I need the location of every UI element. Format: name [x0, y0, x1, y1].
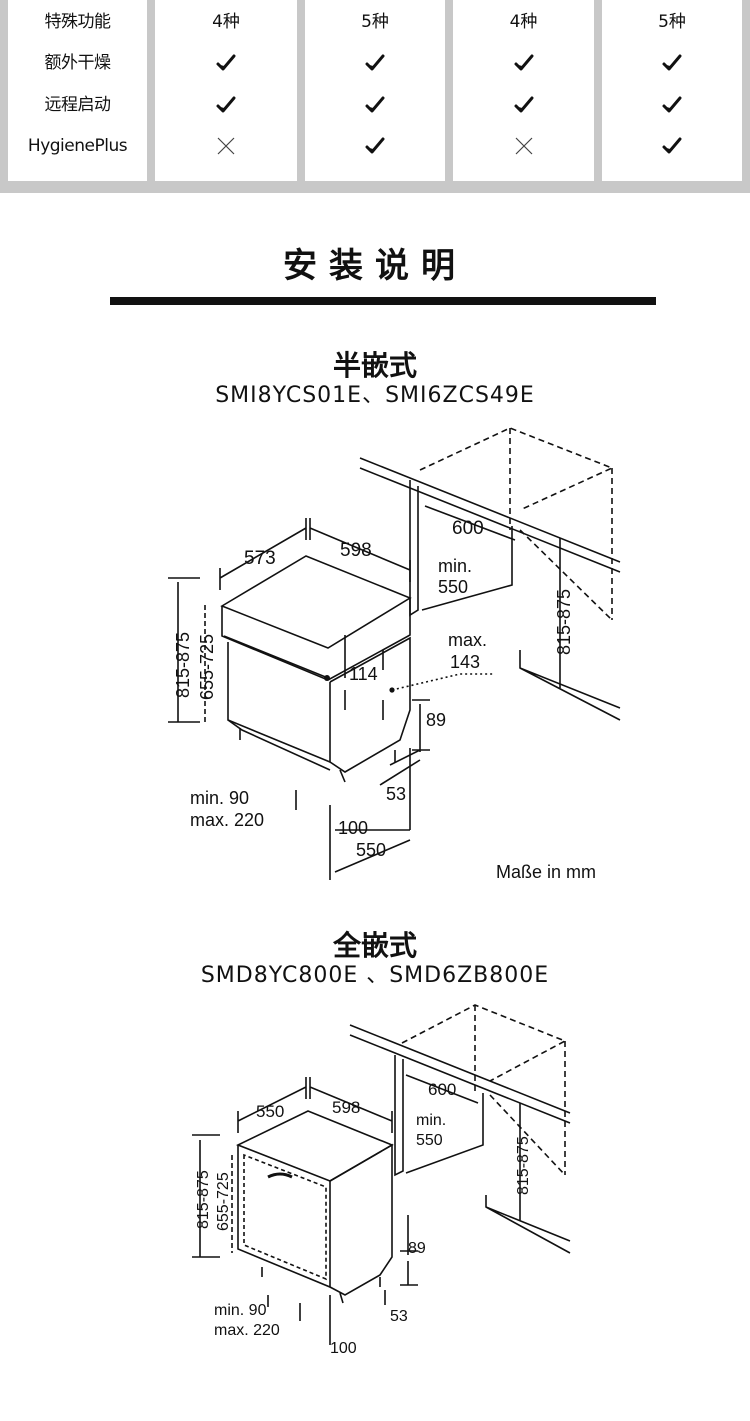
fully-integrated-install-diagram: 550 598 600 min. 550 815-875 655-725 815… [192, 1004, 571, 1357]
table-column-2: 5种 [305, 0, 445, 181]
fully-integrated-models: SMD8YC800E 、SMD6ZB800E [200, 963, 550, 988]
row-label-extra-dry: 额外干燥 [44, 53, 112, 73]
table-cell: 5种 [658, 12, 686, 32]
semi-panel-label: 114 [349, 664, 378, 684]
table-cell: 5种 [361, 12, 389, 32]
full-niche-min-label: min. [416, 1112, 446, 1129]
semi-integrated-title: 半嵌式 [332, 349, 417, 382]
check-icon [364, 52, 386, 74]
semi-units-note: Maße in mm [496, 862, 596, 882]
table-label-column: 特殊功能 额外干燥 远程启动 HygienePlus [8, 0, 147, 181]
check-icon [513, 94, 535, 116]
semi-toe-label: 89 [426, 710, 446, 730]
check-icon [661, 135, 683, 157]
semi-foot-depth-label: 53 [386, 784, 406, 804]
semi-max-label: max. [448, 630, 487, 650]
check-icon [661, 94, 683, 116]
full-foot-max-label: max. 220 [214, 1322, 280, 1339]
semi-niche-height-label: 815-875 [554, 589, 574, 655]
row-label-hygieneplus: HygienePlus [27, 136, 128, 156]
full-depth-label: 550 [256, 1102, 284, 1121]
semi-niche-width-label: 600 [452, 518, 484, 539]
semi-niche-min-value: 550 [438, 577, 468, 597]
full-foot-min-label: min. 90 [214, 1302, 267, 1319]
semi-integrated-install-diagram: 573 598 600 min. 550 815-875 655-725 815… [168, 427, 621, 882]
table-cell: 4种 [212, 12, 240, 32]
full-width-label: 598 [332, 1098, 360, 1117]
check-icon [661, 52, 683, 74]
semi-foot-min-label: min. 90 [190, 788, 249, 808]
row-label-remote-start: 远程启动 [44, 95, 112, 115]
check-icon [215, 94, 237, 116]
installation-heading: 安装说明 [283, 246, 467, 286]
cross-icon [513, 135, 535, 157]
table-column-1: 4种 [155, 0, 297, 181]
semi-max-value: 143 [450, 652, 480, 672]
fully-integrated-title: 全嵌式 [332, 929, 417, 962]
semi-height-range-label: 815-875 [173, 632, 193, 698]
full-niche-width-label: 600 [428, 1080, 456, 1099]
heading-underline [110, 297, 656, 305]
check-icon [364, 94, 386, 116]
feature-comparison-table: 特殊功能 额外干燥 远程启动 HygienePlus 4种 5种 4种 5种 [0, 0, 750, 193]
semi-niche-min-label: min. [438, 556, 472, 576]
full-niche-min-value: 550 [416, 1132, 443, 1149]
check-icon [513, 52, 535, 74]
check-icon [364, 135, 386, 157]
table-column-3: 4种 [453, 0, 594, 181]
full-niche-height-label: 815-875 [515, 1136, 532, 1195]
semi-width-label: 598 [340, 540, 372, 561]
full-plinth-label: 100 [330, 1340, 357, 1357]
full-height-range-label: 815-875 [195, 1170, 212, 1229]
semi-plinth-label: 100 [338, 818, 368, 838]
cross-icon [215, 135, 237, 157]
check-icon [215, 52, 237, 74]
full-toe-label: 89 [408, 1240, 426, 1257]
semi-inner-range-label: 655-725 [197, 634, 217, 700]
row-label-special-functions: 特殊功能 [44, 12, 112, 32]
semi-integrated-models: SMI8YCS01E、SMI6ZCS49E [215, 383, 535, 408]
full-inner-range-label: 655-725 [215, 1172, 232, 1231]
table-cell: 4种 [509, 12, 538, 32]
semi-depth-label: 573 [244, 548, 276, 569]
semi-foot-max-label: max. 220 [190, 810, 264, 830]
table-column-4: 5种 [602, 0, 742, 181]
full-foot-depth-label: 53 [390, 1308, 408, 1325]
semi-base-depth-label: 550 [356, 840, 386, 860]
